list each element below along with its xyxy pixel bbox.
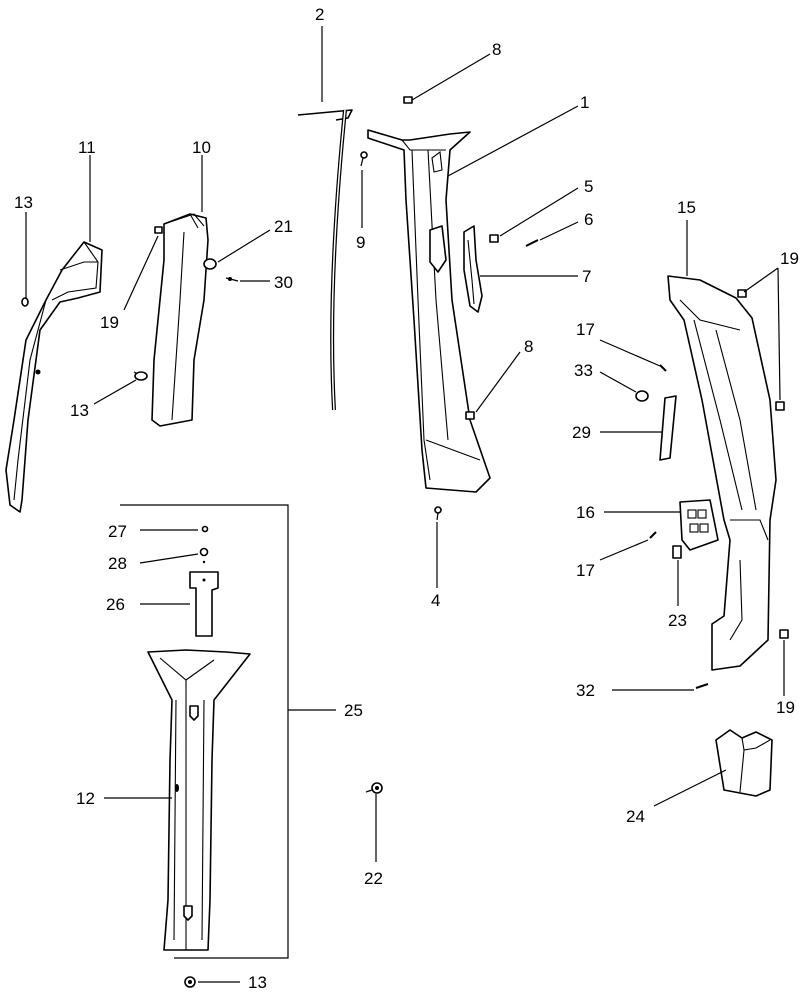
callout-13-left: 13 bbox=[14, 193, 33, 212]
callout-9: 9 bbox=[356, 233, 365, 252]
callout-4: 4 bbox=[431, 591, 440, 610]
clip-19-left bbox=[154, 226, 163, 234]
part-28-washer bbox=[199, 547, 209, 564]
screw-17-lower bbox=[649, 531, 657, 539]
callout-17-lower: 17 bbox=[576, 561, 595, 580]
callout-8-lower: 8 bbox=[524, 337, 533, 356]
screw-30 bbox=[225, 277, 239, 282]
screw-13-middle bbox=[133, 371, 148, 381]
leader-lines bbox=[25, 26, 785, 983]
part-33-plug bbox=[635, 390, 649, 402]
part-2-weather-strip bbox=[297, 109, 353, 411]
callout-26: 26 bbox=[106, 595, 125, 614]
callout-16: 16 bbox=[576, 503, 595, 522]
callout-15: 15 bbox=[677, 198, 696, 217]
part-7-grab-handle bbox=[463, 225, 483, 313]
part-15-pillar-trim bbox=[667, 275, 777, 671]
callout-13-bottom: 13 bbox=[248, 973, 267, 992]
callout-25: 25 bbox=[344, 701, 363, 720]
callout-6: 6 bbox=[584, 210, 593, 229]
clip-19-middle bbox=[775, 401, 785, 411]
callout-7: 7 bbox=[582, 267, 591, 286]
clip-19-lower bbox=[779, 629, 789, 639]
part-6-pin bbox=[525, 239, 539, 247]
part-22-fastener bbox=[365, 782, 383, 794]
callout-19-right-lower: 19 bbox=[776, 698, 795, 717]
assembly-25-bracket bbox=[120, 504, 289, 959]
callout-21: 21 bbox=[274, 217, 293, 236]
screw-13-bottom bbox=[184, 976, 196, 988]
callout-33: 33 bbox=[574, 361, 593, 380]
callout-11: 11 bbox=[78, 138, 96, 157]
callout-10: 10 bbox=[192, 138, 211, 157]
callout-13-middle: 13 bbox=[70, 401, 89, 420]
screw-9 bbox=[360, 151, 368, 167]
clip-19-upper bbox=[737, 289, 747, 298]
screw-4 bbox=[434, 506, 442, 521]
screw-17-upper bbox=[659, 364, 667, 372]
callout-27: 27 bbox=[108, 522, 127, 541]
callout-22: 22 bbox=[364, 869, 383, 888]
callout-23: 23 bbox=[668, 611, 687, 630]
part-5-clip bbox=[489, 234, 499, 243]
clip-8-top bbox=[403, 96, 413, 104]
part-1-pillar-trim bbox=[367, 129, 491, 493]
part-12-pillar bbox=[147, 649, 251, 951]
part-24-foam-block bbox=[715, 729, 773, 797]
callout-1: 1 bbox=[580, 93, 589, 112]
callout-19-right-upper: 19 bbox=[780, 249, 799, 268]
part-27-washer bbox=[201, 525, 209, 533]
part-26-plate bbox=[189, 571, 219, 637]
callout-2: 2 bbox=[315, 5, 324, 24]
part-11-pillar-trim bbox=[5, 241, 103, 513]
callout-labels: 1 2 4 5 6 7 8 8 9 10 11 12 13 13 13 15 1… bbox=[14, 5, 799, 992]
callout-8-top: 8 bbox=[492, 40, 501, 59]
callout-5: 5 bbox=[584, 177, 593, 196]
part-16-vent-panel bbox=[679, 499, 719, 551]
callout-19-left: 19 bbox=[100, 313, 119, 332]
clip-8-lower bbox=[465, 411, 475, 420]
clip-21 bbox=[203, 258, 217, 270]
screw-13-left bbox=[21, 290, 29, 307]
part-23-insert bbox=[672, 545, 682, 559]
part-10-pillar-cover bbox=[151, 213, 209, 427]
callout-24: 24 bbox=[626, 807, 645, 826]
screw-32 bbox=[695, 683, 709, 689]
callout-12: 12 bbox=[76, 789, 95, 808]
callout-29: 29 bbox=[572, 423, 591, 442]
callout-32: 32 bbox=[576, 681, 595, 700]
callout-30: 30 bbox=[274, 273, 293, 292]
callout-17-upper: 17 bbox=[576, 320, 595, 339]
part-29-label bbox=[659, 395, 677, 461]
callout-28: 28 bbox=[108, 554, 127, 573]
